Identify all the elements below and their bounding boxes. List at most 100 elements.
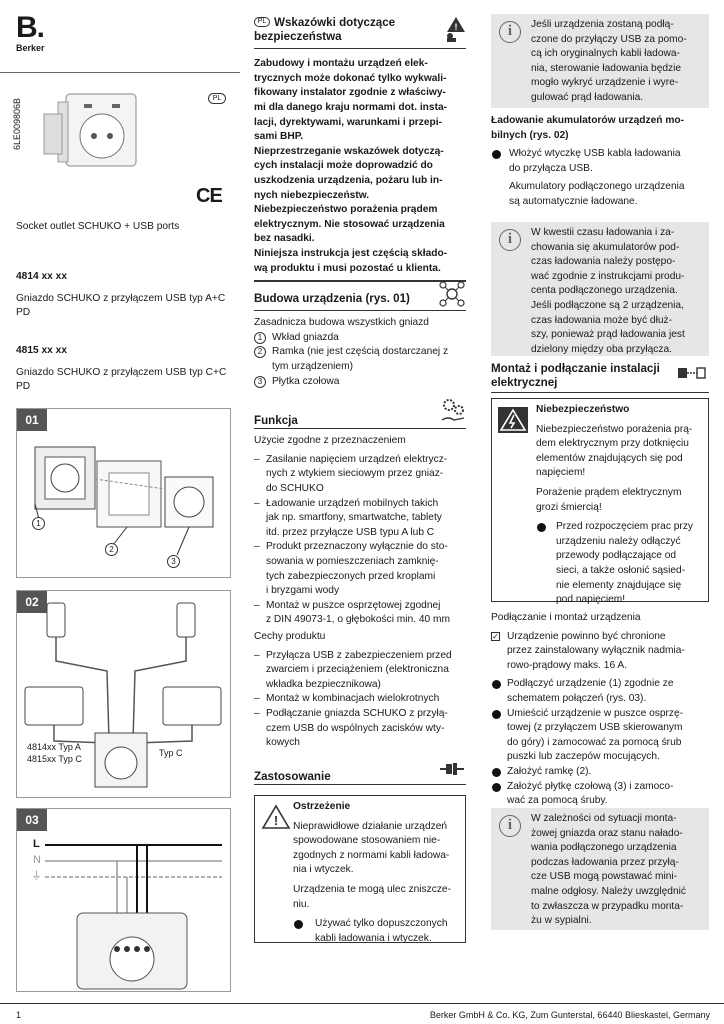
lang-badge: PL (208, 93, 226, 104)
structure-section: Budowa urządzenia (rys. 01) Zasadnicza b… (254, 281, 466, 390)
variant-2-code: 4815 xx xx (16, 345, 67, 356)
doc-code: 6LE009806B (12, 97, 22, 150)
callout-1: 1 (32, 517, 45, 530)
charge-auto-text: Akumulatory podłączonego urządzenia są a… (509, 181, 685, 207)
info-box-2: i W kwestii czasu ładowania i za- chowan… (491, 222, 709, 356)
plug-icon (440, 763, 464, 775)
structure-title: Budowa urządzenia (rys. 01) (254, 292, 410, 305)
product-image (43, 93, 137, 167)
danger-box: Niebezpieczeństwo Niebezpieczeństwo pora… (491, 398, 709, 605)
usage-title: Zastosowanie (254, 770, 331, 783)
step-2: Umieścić urządzenie w puszce osprzę- tow… (491, 707, 709, 765)
charge-bullet: Włożyć wtyczkę USB kabla ładowania do pr… (491, 147, 709, 176)
line-l-label: L (33, 838, 40, 850)
safety-lang-badge: PL (254, 17, 270, 27)
charge-title-2: bilnych (rys. 02) (491, 129, 569, 141)
footer-divider (0, 1003, 724, 1004)
safety-divider (254, 48, 466, 50)
figure-02-label: 02 (17, 591, 47, 613)
product-title: Socket outlet SCHUKO + USB ports (16, 221, 180, 232)
figure-01-label: 01 (17, 409, 47, 431)
usage-damage-text: Urządzenia te mogą ulec zniszcze- niu. (293, 883, 451, 910)
usage-bullet: Używać tylko dopuszczonych kabli ładowan… (293, 917, 459, 946)
usage-section: Zastosowanie (254, 758, 466, 786)
step-3: Założyć ramkę (2). (491, 765, 709, 780)
info-icon: i (499, 815, 521, 837)
info-icon: i (499, 229, 521, 251)
structure-icon (439, 281, 465, 307)
brand-letter: B. (16, 11, 45, 44)
danger-title: Niebezpieczeństwo (536, 404, 630, 415)
function-intro: Użycie zgodne z przeznaczeniem (254, 435, 406, 447)
svg-text:!: ! (274, 813, 278, 828)
figure-03-label: 03 (17, 809, 47, 831)
gears-icon (441, 399, 465, 421)
charge-section: Ładowanie akumulatorów urządzeń mo- biln… (491, 114, 709, 210)
feature-item-2: Montaż w kombinacjach wielokrotnych (254, 692, 466, 707)
usage-divider (254, 784, 466, 786)
function-section: Funkcja Użycie zgodne z przeznaczeniem Z… (254, 399, 466, 751)
terminal-icon (678, 367, 706, 379)
warning-triangle-icon: ! (261, 804, 291, 829)
check-item: ✓ Urządzenie powinno być chronione przez… (491, 630, 685, 671)
danger-text: Niebezpieczeństwo porażenia prą- dem ele… (536, 423, 693, 479)
step-4: Założyć płytkę czołową (3) i zamoco- wać… (491, 780, 709, 809)
safety-text: Zabudowy i montażu urządzeń elek- tryczn… (254, 58, 448, 274)
svg-text:!: ! (455, 22, 458, 32)
charge-title-1: Ładowanie akumulatorów urządzeń mo- (491, 115, 685, 126)
feature-item-1: Przyłącza USB z zabezpieczeniem przedzwa… (254, 649, 466, 693)
callout-3: 3 (167, 555, 180, 568)
brand-name: Berker (16, 43, 45, 53)
variant-1-desc: Gniazdo SCHUKO z przyłączem USB typ A+C … (16, 293, 226, 318)
figure-01: 01 1 2 3 (16, 408, 231, 578)
safety-title-2: bezpieczeństwa (254, 30, 342, 43)
figure-02-right-text: Typ C (159, 748, 183, 758)
mount-title-1: Montaż i podłączanie instalacji (491, 362, 660, 375)
usage-warning-box: ! Ostrzeżenie Nieprawidłowe działanie ur… (254, 795, 466, 946)
variant-1-code: 4814 xx xx (16, 271, 67, 282)
feature-item-3: Podłączanie gniazda SCHUKO z przyłą-czem… (254, 707, 466, 751)
function-item-3: Produkt przeznaczony wyłącznie do sto-so… (254, 540, 466, 598)
footer-company: Berker GmbH & Co. KG, Zum Gunterstal, 66… (429, 1010, 710, 1020)
danger-text-2: Porażenie prądem elektrycznym grozi śmie… (536, 486, 682, 513)
info-box-1: i Jeśli urządzenia zostaną podłą- czone … (491, 14, 709, 108)
usage-warning-text: Nieprawidłowe działanie urządzeń spowodo… (293, 820, 450, 876)
callout-2: 2 (105, 543, 118, 556)
function-divider (254, 428, 466, 430)
figure-02: 02 4814xx Typ A 4815xx Typ C Typ C (16, 590, 231, 798)
figure-02-left-text-1: 4814xx Typ A (27, 742, 81, 752)
line-pe-label: ⏚ (31, 870, 42, 882)
page-number: 1 (16, 1010, 22, 1020)
header-divider (0, 72, 240, 73)
function-item-1: Zasilanie napięciem urządzeń elektrycz-n… (254, 453, 466, 497)
electric-danger-icon (498, 407, 528, 433)
brand-logo: B. Berker (16, 11, 56, 54)
figure-02-left-text-2: 4815xx Typ C (27, 754, 82, 764)
connect-title: Podłączanie i montaż urządzenia (491, 612, 641, 623)
info-box-3: i W zależności od sytuacji monta- żowej … (491, 808, 709, 930)
mount-title-2: elektrycznej (491, 376, 558, 389)
figure-03: 03 L N ⏚ (16, 808, 231, 992)
danger-bullet: Przed rozpoczęciem prac przy urządzeniu … (536, 520, 702, 608)
line-n-label: N (33, 854, 41, 866)
ce-mark: CE (196, 185, 223, 207)
function-title: Funkcja (254, 414, 298, 427)
checkbox-icon: ✓ (491, 631, 500, 641)
mount-section: Montaż i podłączanie instalacji elektryc… (491, 362, 709, 394)
mount-divider (491, 392, 709, 394)
info-icon: i (499, 21, 521, 43)
safety-warning-icon: ! (447, 17, 465, 42)
usage-warning-title: Ostrzeżenie (293, 801, 351, 812)
variant-2-desc: Gniazdo SCHUKO z przyłączem USB typ C+C … (16, 367, 227, 392)
structure-intro: Zasadnicza budowa wszystkich gniazd (254, 317, 429, 329)
connect-section: Podłączanie i montaż urządzenia ✓ Urządz… (491, 611, 709, 809)
features-title: Cechy produktu (254, 631, 326, 643)
safety-section: PL Wskazówki dotyczące bezpieczeństwa ! … (254, 16, 466, 282)
safety-title-1: Wskazówki dotyczące (274, 16, 396, 29)
safety-end-divider (254, 280, 466, 282)
